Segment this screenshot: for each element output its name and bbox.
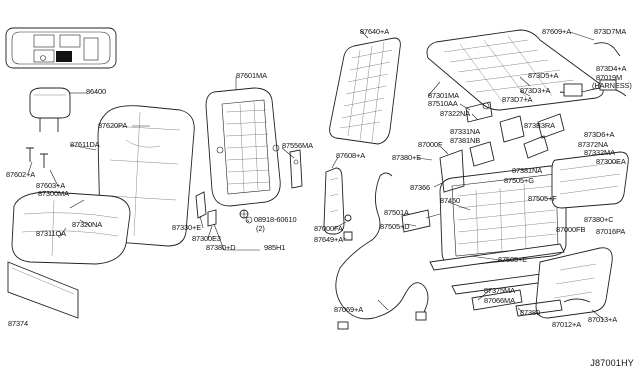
part-label-87380d: 87380+D [206, 243, 236, 252]
part-label-87300ma: 87300MA [38, 189, 69, 198]
seat-cushion [11, 191, 131, 265]
part-label-873d3a: 873D3+A [520, 86, 551, 95]
diagram-code: J87001HY [590, 358, 634, 368]
part-label-87501a: 87501A [384, 208, 409, 217]
part-label-87620pa: 87620PA [98, 121, 128, 130]
part-label-87603a: 87603+A [36, 181, 66, 190]
part-label-87332ma: 87332MA [584, 148, 615, 157]
seat-back-board [329, 37, 401, 145]
part-label-87640a: 87640+A [360, 27, 390, 36]
part-label-87611da: 87611DA [70, 140, 100, 149]
part-label-87322na: 87322NA [440, 109, 471, 118]
part-label-873d7ma: 873D7MA [594, 27, 627, 36]
part-label-87380e: 87380+E [392, 153, 422, 162]
seat-back-frame [205, 87, 281, 207]
part-label-873d5a: 873D5+A [528, 71, 559, 80]
part-label-87602a: 87602+A [6, 170, 36, 179]
svg-text:N: N [247, 218, 250, 223]
headrest [29, 87, 71, 132]
part-label-87505g: 87505+G [504, 176, 534, 185]
harness-upper-right [559, 42, 627, 97]
front-trim-panel [7, 261, 79, 319]
part-label-873b3ra: 873B3RA [524, 121, 555, 130]
part-label-87000f: 87000F [418, 140, 443, 149]
part-label-87380c: 87380+C [584, 215, 614, 224]
part-label-87510aa: 87510AA [428, 99, 458, 108]
part-label-87016pa: 87016PA [596, 227, 626, 236]
part-label-87609a: 87609+A [542, 27, 572, 36]
part-label-87300ea: 87300EA [596, 157, 626, 166]
part-label-87505f: 87505+F [528, 194, 557, 203]
side-covers [465, 101, 565, 167]
part-label-87649a: 87649+A [314, 235, 344, 244]
small-brackets: N [195, 191, 253, 227]
bottom-cover [471, 289, 563, 317]
part-label-08918-qty: (2) [256, 224, 265, 233]
part-label-87366: 87366 [410, 183, 431, 192]
side-shield [323, 167, 345, 235]
part-label-87012a: 87012+A [552, 320, 582, 329]
cable-cover [401, 149, 465, 233]
part-label-87372na: 87372NA [578, 140, 609, 149]
part-label-87013a: 87013+A [588, 315, 618, 324]
part-label-87608a: 87608+A [336, 151, 366, 160]
part-label-87301ma: 87301MA [428, 91, 459, 100]
part-label-87601ma: 87601MA [236, 71, 267, 80]
small-trim-piece [289, 149, 303, 189]
part-label-87505d: 87505+D [380, 222, 410, 231]
part-label-87069a: 87069+A [334, 305, 364, 314]
vehicle-locator-inset [5, 27, 117, 69]
part-label-87320na: 87320NA [72, 220, 103, 229]
part-label-87505e: 87505+E [498, 255, 528, 264]
highlighted-seat-marker [56, 51, 72, 62]
part-label-87000fb: 87000FB [556, 225, 586, 234]
part-label-87330e: 87330+E [172, 223, 202, 232]
part-label-873d6a: 873D6+A [584, 130, 615, 139]
part-label-87556ma: 87556MA [282, 141, 313, 150]
part-label-873d4a: 873D4+A [596, 64, 627, 73]
part-label-87381na: 87381NA [512, 166, 543, 175]
part-label-873d7a: 873D7+A [502, 95, 533, 104]
headrest-guides [26, 147, 48, 168]
part-label-87331na: 87331NA [450, 127, 481, 136]
part-label-87381nb: 87381NB [450, 136, 481, 145]
part-label-87375ma: 87375MA [484, 286, 515, 295]
part-label-harness: (HARNESS) [592, 81, 632, 90]
part-label-86400: 86400 [86, 87, 107, 96]
wire-harness [335, 172, 429, 330]
part-label-87311qa: 87311QA [36, 229, 66, 238]
part-label-87300e3: 87300E3 [192, 234, 221, 243]
part-label-87374: 87374 [8, 319, 29, 328]
outer-side-shield [551, 151, 629, 209]
cushion-pan-assembly [426, 29, 604, 111]
part-label-87450: 87450 [440, 196, 461, 205]
part-label-87066ma: 87066MA [484, 296, 515, 305]
part-label-87019m: 87019M [596, 73, 623, 82]
part-label-87380: 87380 [520, 308, 541, 317]
lever-cover [535, 247, 613, 319]
part-label-985h1: 985H1 [264, 243, 286, 252]
leader-lines [27, 29, 605, 321]
part-label-08918: 08918-60610 [254, 215, 297, 224]
part-label-87000fa: 87000FA [314, 224, 343, 233]
